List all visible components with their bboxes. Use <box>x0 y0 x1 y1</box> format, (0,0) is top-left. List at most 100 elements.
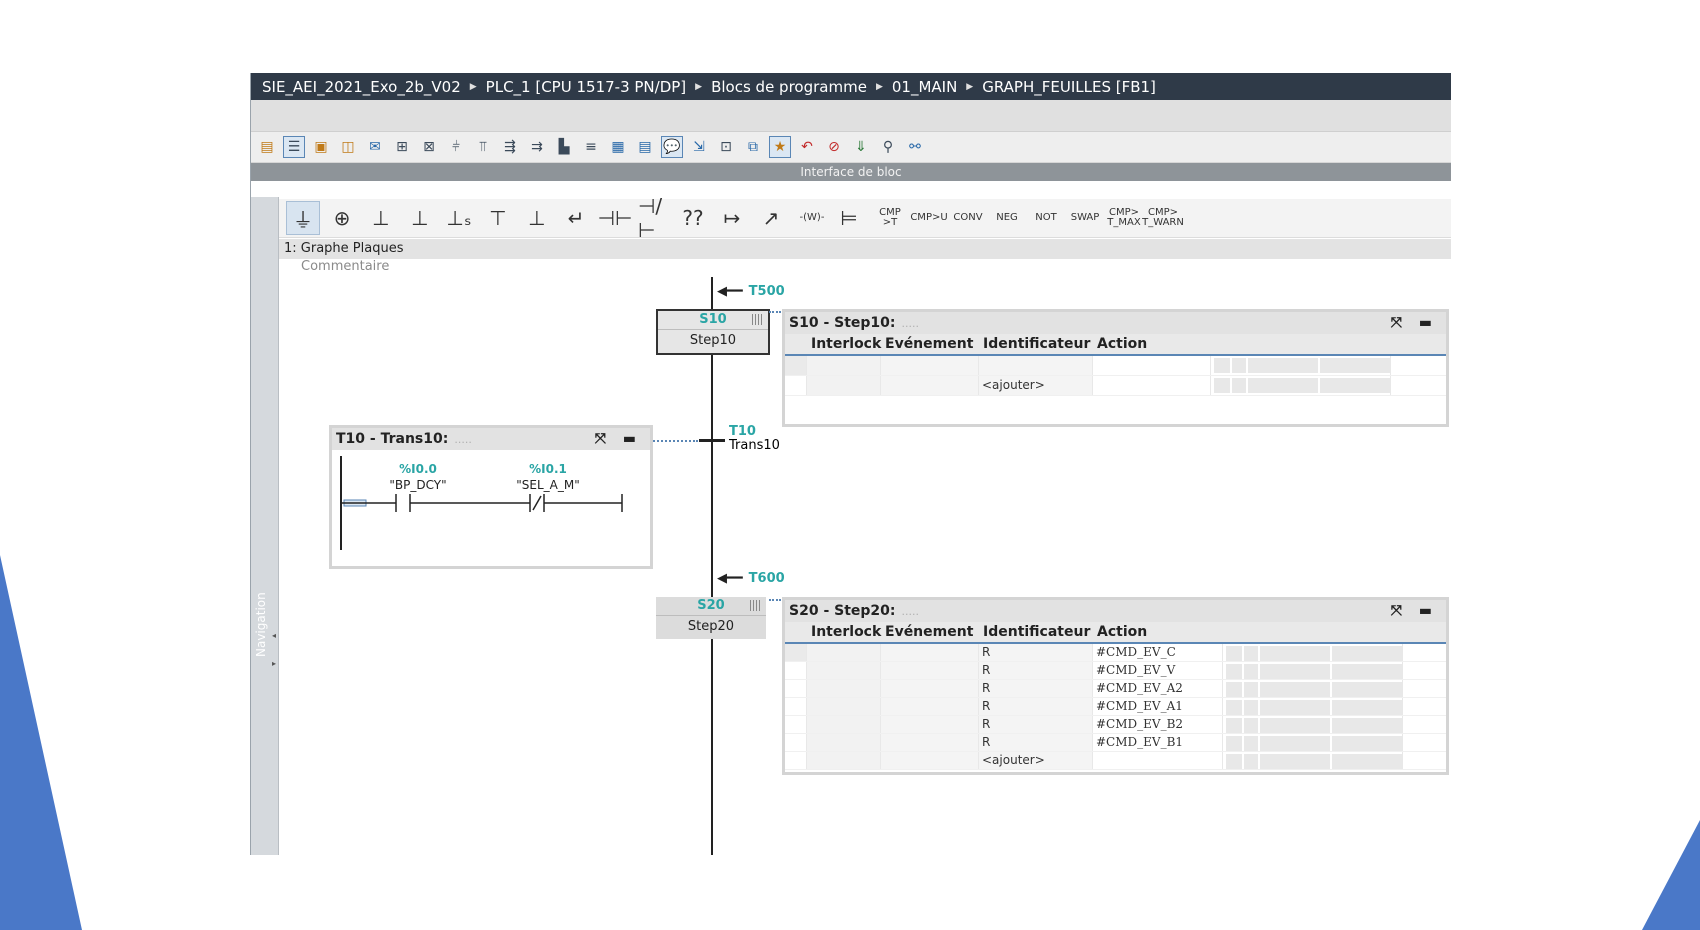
transition-label[interactable]: T10 Trans10 <box>729 424 780 453</box>
step20-column-headers: Interlock Evénement Identificateur Actio… <box>785 622 1446 644</box>
step-s20[interactable]: S20 Step20 <box>656 597 766 639</box>
window-icon[interactable]: ⧉ <box>748 139 758 155</box>
table-row[interactable]: R#CMD_EV_A2 <box>785 680 1446 698</box>
list2-icon[interactable]: ▤ <box>638 139 652 155</box>
network-add-icon[interactable]: ⊞ <box>396 139 408 155</box>
contact1-tag[interactable]: "BP_DCY" <box>389 478 447 492</box>
single-step-icon[interactable]: ▣ <box>314 139 328 155</box>
table-row[interactable]: R#CMD_EV_A1 <box>785 698 1446 716</box>
step-s10[interactable]: S10 Step10 <box>656 309 770 355</box>
col-event[interactable]: Evénement <box>885 336 974 352</box>
table-icon[interactable]: ▦ <box>611 139 625 155</box>
fbd2-icon[interactable]: ⇉ <box>531 139 543 155</box>
network-delete-icon[interactable]: ⊠ <box>423 139 435 155</box>
conv-button[interactable]: CONV <box>953 212 983 223</box>
col-action[interactable]: Action <box>1097 336 1148 352</box>
step-name: Step10 <box>689 333 737 348</box>
breadcrumb-separator-icon: ▶ <box>875 81 883 92</box>
alarm-icon[interactable]: ✉ <box>369 139 381 155</box>
close-branch-icon[interactable]: ↵ <box>567 206 585 230</box>
breadcrumb-block[interactable]: GRAPH_FEUILLES [FB1] <box>982 77 1156 96</box>
maximize-minimize-icon[interactable]: ⤧ ▬ <box>1390 603 1438 619</box>
jump-marker-mid[interactable]: ◀━━ T600 <box>717 571 785 586</box>
download-icon[interactable]: ⇓ <box>855 139 867 155</box>
prev-next-icon[interactable]: ◫ <box>341 139 355 155</box>
step-number: S10 <box>658 311 768 330</box>
contact1-address[interactable]: %I0.0 <box>399 462 437 476</box>
cmp-u-button[interactable]: CMP>U <box>910 212 948 223</box>
step-number: S20 <box>656 597 766 616</box>
ladder-icon[interactable]: ⫩ <box>451 139 461 155</box>
col-identifier[interactable]: Identificateur <box>983 336 1091 352</box>
empty-box-icon[interactable]: ?? <box>682 206 704 230</box>
alternative-branch-icon[interactable]: ⊤ <box>489 206 507 230</box>
call-icon[interactable]: ↶ <box>801 139 813 155</box>
breadcrumb-project[interactable]: SIE_AEI_2021_Exo_2b_V02 <box>262 77 461 96</box>
table-row[interactable] <box>785 356 1446 376</box>
breadcrumb-plc[interactable]: PLC_1 [CPU 1517-3 PN/DP] <box>485 77 687 96</box>
graph-canvas: ◀━━ T500 S10 Step10 S10 - Step10:..... ⤧… <box>279 277 1451 855</box>
chevron-right-icon[interactable]: ▸ <box>272 659 277 668</box>
breadcrumb: SIE_AEI_2021_Exo_2b_V02 ▶ PLC_1 [CPU 151… <box>251 73 1451 100</box>
transition-icon[interactable]: ⊥ <box>372 206 390 230</box>
transition-bar[interactable] <box>699 439 725 442</box>
maximize-minimize-icon[interactable]: ⤧ ▬ <box>1390 315 1438 331</box>
table-row[interactable]: R#CMD_EV_B1 <box>785 734 1446 752</box>
glasses-icon[interactable]: ⚯ <box>909 139 921 155</box>
fbd-icon[interactable]: ⇶ <box>504 139 516 155</box>
simultaneous-branch-icon[interactable]: ⊥ <box>528 206 546 230</box>
jump-icon[interactable]: ⊥ₛ <box>446 206 472 230</box>
navigation-strip[interactable]: Navigation ◂ ▸ <box>251 197 279 855</box>
search-icon[interactable]: ⚲ <box>882 139 894 155</box>
col-interlock[interactable]: Interlock <box>811 336 882 352</box>
sequence-end-icon[interactable]: ⊥ <box>411 206 429 230</box>
sequence-view-icon[interactable]: ☰ <box>283 136 305 158</box>
col-interlock[interactable]: Interlock <box>811 624 882 640</box>
plug-icon[interactable]: ▙ <box>558 139 570 155</box>
slide-decoration-right <box>1642 820 1700 930</box>
step-icon[interactable]: ⊕ <box>333 206 351 230</box>
contact2-tag[interactable]: "SEL_A_M" <box>516 478 580 492</box>
expand-icon[interactable]: ⇲ <box>693 139 705 155</box>
network-title: Graphe Plaques <box>300 241 404 256</box>
col-action[interactable]: Action <box>1097 624 1148 640</box>
breadcrumb-separator-icon: ▶ <box>966 81 974 92</box>
ladder-x-icon[interactable]: ⫪ <box>479 139 487 155</box>
col-event[interactable]: Evénement <box>885 624 974 640</box>
block-icon[interactable]: ▤ <box>260 139 274 155</box>
comment-icon[interactable]: 💬 <box>661 136 683 158</box>
table-row[interactable]: <ajouter> <box>785 376 1446 396</box>
block-interface-bar[interactable]: Interface de bloc <box>251 163 1451 181</box>
monitor-icon[interactable]: ⊡ <box>720 139 732 155</box>
breadcrumb-program-blocks[interactable]: Blocs de programme <box>711 77 867 96</box>
chevron-left-icon[interactable]: ◂ <box>272 631 277 640</box>
table-row[interactable]: R#CMD_EV_B2 <box>785 716 1446 734</box>
no-contact-icon[interactable]: ⊣⊢ <box>597 206 633 230</box>
step10-action-panel: S10 - Step10:..... ⤧ ▬ Interlock Evéneme… <box>782 309 1449 427</box>
jump-marker-top[interactable]: ◀━━ T500 <box>717 284 785 299</box>
call-red-icon[interactable]: ⊘ <box>828 139 840 155</box>
breadcrumb-main[interactable]: 01_MAIN <box>891 77 958 96</box>
table-row[interactable]: R#CMD_EV_V <box>785 662 1446 680</box>
compare-icon[interactable]: ⊨ <box>840 206 858 230</box>
neg-button[interactable]: NEG <box>996 212 1018 223</box>
table-row[interactable]: R#CMD_EV_C <box>785 644 1446 662</box>
open-branch-icon[interactable]: ↦ <box>723 206 741 230</box>
cmp-t-max-button[interactable]: CMP> T_MAX <box>1107 207 1141 228</box>
cmp-t-button[interactable]: CMP >T <box>879 207 901 228</box>
col-identifier[interactable]: Identificateur <box>983 624 1091 640</box>
step-transition-icon[interactable]: ⏚ <box>286 201 320 235</box>
table-row[interactable]: <ajouter> <box>785 752 1446 770</box>
network-comment[interactable]: Commentaire <box>301 259 390 274</box>
star-icon[interactable]: ★ <box>769 136 791 158</box>
close-branch-arrow-icon[interactable]: ↗ <box>762 206 780 230</box>
list-icon[interactable]: ≡ <box>585 139 597 155</box>
contact2-address[interactable]: %I0.1 <box>529 462 567 476</box>
maximize-minimize-icon[interactable]: ⤧ ▬ <box>594 431 642 447</box>
network-header[interactable]: 1: Graphe Plaques <box>279 239 1451 259</box>
cmp-t-warn-button[interactable]: CMP> T_WARN <box>1142 207 1184 228</box>
swap-button[interactable]: SWAP <box>1070 212 1100 223</box>
nc-contact-icon[interactable]: ⊣/⊢ <box>638 194 663 242</box>
not-button[interactable]: NOT <box>1035 212 1057 223</box>
coil-w-icon[interactable]: -(W)- <box>799 212 825 223</box>
